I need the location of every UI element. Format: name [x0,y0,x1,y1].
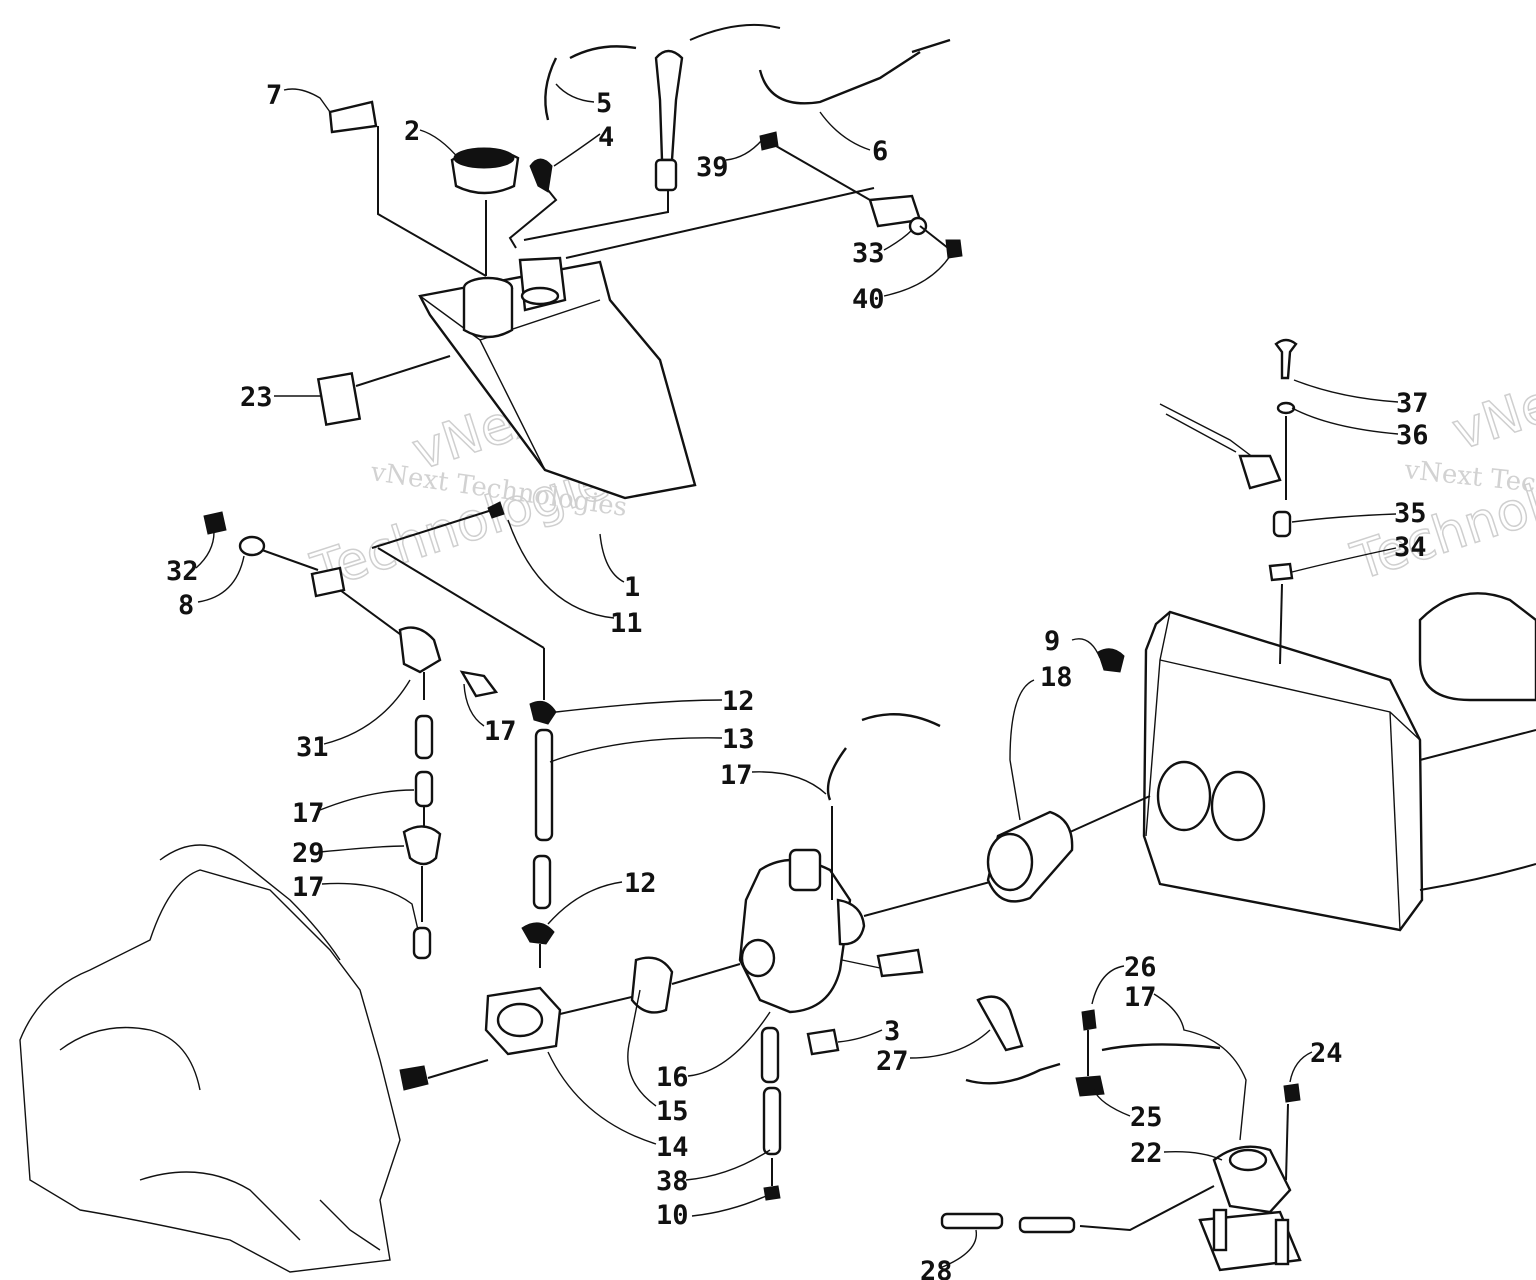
callout-25: 25 [1130,1102,1163,1133]
vent-hose-a [544,57,558,121]
fuel-hose-short [940,1212,1004,1230]
callout-24: 24 [1310,1038,1343,1069]
callout-32: 32 [166,556,199,587]
fuel-pump-assembly [940,995,1302,1272]
fuel-line-hose [758,50,921,105]
hose-clamp-lower [521,922,555,945]
spacer [1272,510,1292,538]
screw [1274,338,1298,380]
callout-22: 22 [1130,1138,1163,1169]
callout-26: 26 [1124,952,1157,983]
callout-3: 3 [884,1016,900,1047]
callout-labels: 7 2 5 4 39 6 33 40 23 1 11 32 8 31 17 17… [166,80,1429,1280]
callout-38: 38 [656,1166,689,1197]
callout-1: 1 [624,572,640,603]
fuel-cap [450,147,520,195]
watermark-big-right-1: vNext [1445,358,1536,462]
nut [945,239,963,259]
fuel-shutoff-valve [398,626,442,674]
callout-17-filter-bottom: 17 [292,872,325,903]
clamp [1097,648,1125,673]
callout-40: 40 [852,284,885,315]
vent-hose [826,747,847,801]
callout-17-vent: 17 [720,760,753,791]
callout-17-shutoff: 17 [484,716,517,747]
callout-11: 11 [610,608,643,639]
screw [1081,1009,1097,1031]
intake-stud [399,1065,429,1091]
callout-10: 10 [656,1200,689,1231]
callout-39: 39 [696,152,729,183]
callout-17-pump: 17 [1124,982,1157,1013]
hose-clamp [529,158,553,193]
warning-decal [316,372,362,426]
callout-7: 7 [266,80,282,111]
leader-lines [195,83,1399,1269]
in-line-filter [402,825,442,866]
pump-bracket [1075,1075,1105,1097]
cable-clamp [976,995,1024,1052]
drain-hose [760,1026,780,1084]
pump-screw [1283,1083,1301,1103]
callout-4: 4 [598,122,614,153]
callout-14: 14 [656,1132,689,1163]
fuel-tank-assembly [316,23,963,549]
fuel-fitting [806,1028,840,1056]
cable-connector [876,948,924,978]
callout-27: 27 [876,1046,909,1077]
callout-8: 8 [178,590,194,621]
callout-23: 23 [240,382,273,413]
callout-35: 35 [1394,498,1427,529]
fuel-hose-segment [414,714,434,760]
callout-13: 13 [722,724,755,755]
shutoff-bracket [310,566,346,598]
callout-2: 2 [404,116,420,147]
callout-33: 33 [852,238,885,269]
silencer-cylinder [1418,592,1536,702]
callout-18: 18 [1040,662,1073,693]
intake-clamp [630,956,674,1014]
callout-31: 31 [296,732,329,763]
silencer-port-left [1156,760,1212,832]
callout-29: 29 [292,838,325,869]
hose-plug [763,1185,781,1201]
fuel-line [534,728,554,842]
impulse-hose [965,1062,1061,1085]
callout-12-upper: 12 [722,686,755,717]
hose-clamp-upper [529,700,557,725]
decal [328,100,378,134]
callout-5: 5 [596,88,612,119]
washer [908,216,928,236]
silencer-port-right [1210,770,1266,842]
callout-34: 34 [1394,532,1427,563]
hose-end [459,670,499,698]
washer [238,535,266,557]
tank-outlet-fitting [487,501,505,519]
carburetor-assembly [427,713,991,1201]
callout-36: 36 [1396,420,1429,451]
callout-12-lower: 12 [624,868,657,899]
air-silencer-assembly [986,338,1536,932]
grommet [1268,562,1294,582]
engine-outline [19,844,429,1273]
bolt [759,131,779,151]
fuel-shutoff-assembly [203,511,557,968]
fuel-gauge-sender [654,49,684,162]
watermark-big-right-2: Technologies [1345,432,1536,593]
callout-9: 9 [1044,626,1060,657]
callout-17-filter-top: 17 [292,798,325,829]
nut [203,511,227,535]
callout-28: 28 [920,1256,953,1280]
callout-37: 37 [1396,388,1429,419]
pump-hose [1101,1043,1221,1052]
callout-15: 15 [656,1096,689,1127]
callout-16: 16 [656,1062,689,1093]
callout-6: 6 [872,136,888,167]
washer [1276,401,1296,415]
